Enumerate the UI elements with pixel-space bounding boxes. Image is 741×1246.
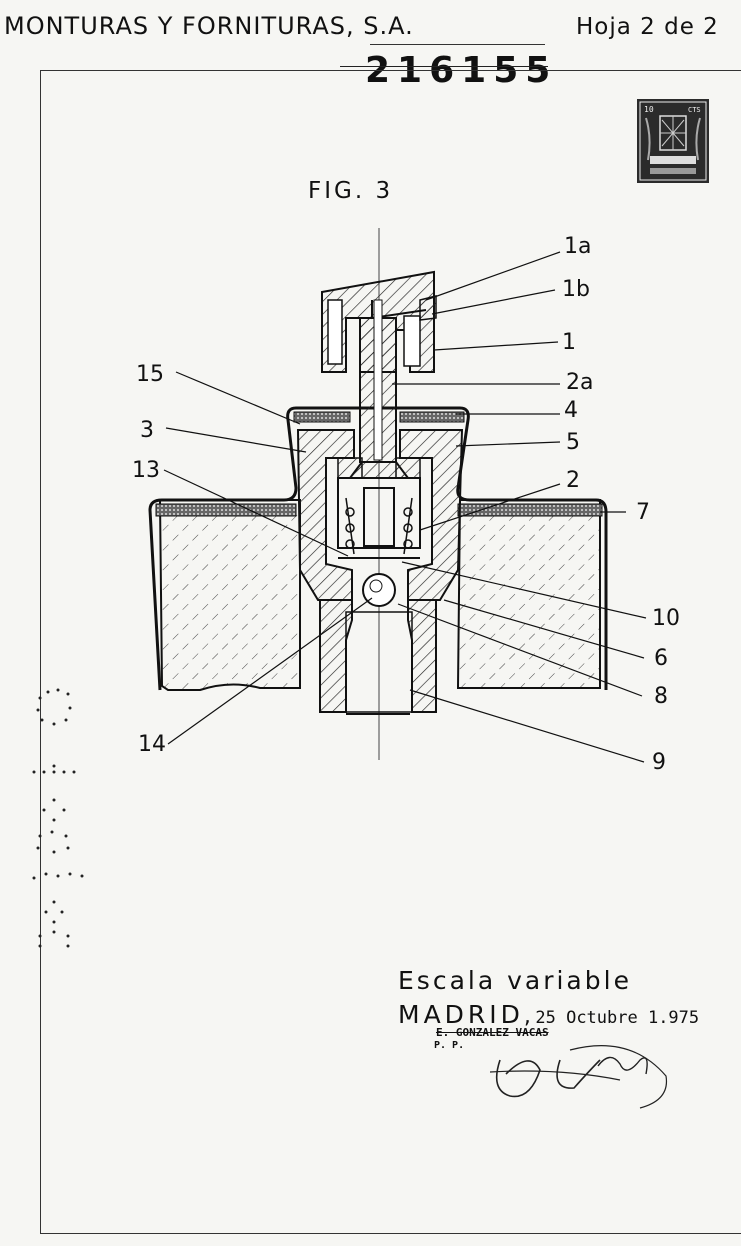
label-2: 2 [566, 468, 580, 493]
scale-note: Escala variable [398, 966, 632, 995]
gasket-top-left [293, 411, 351, 423]
stem-left [319, 599, 353, 713]
header-rule [370, 44, 545, 45]
label-3: 3 [140, 418, 154, 443]
patent-number-strike [340, 66, 548, 67]
label-4: 4 [564, 398, 578, 423]
label-5: 5 [566, 430, 580, 455]
signer-role: P. P. [434, 1040, 465, 1051]
gasket-top-right [399, 411, 465, 423]
piston-core [363, 487, 395, 547]
label-10: 10 [652, 606, 680, 631]
date-separator: , [523, 1004, 531, 1029]
tube-9 [345, 611, 413, 713]
revenue-stamp-icon: 10 CTS [637, 99, 709, 183]
leader-lines [163, 251, 647, 763]
label-2a: 2a [566, 370, 594, 395]
place-date: MADRID, 25 Octubre 1.975 [398, 1000, 699, 1029]
label-13: 13 [132, 458, 160, 483]
sheet-border [40, 70, 741, 1234]
label-14: 14 [138, 732, 166, 757]
company-name: MONTURAS Y FORNITURAS, S.A. [0, 0, 500, 40]
label-1: 1 [562, 330, 576, 355]
label-9: 9 [652, 750, 666, 775]
company-name-text: MONTURAS Y FORNITURAS, S.A. [4, 12, 414, 40]
handwritten-signature-icon [489, 1044, 668, 1109]
body-left [296, 429, 355, 601]
container-blocks [158, 499, 601, 691]
spring-13 [345, 497, 413, 555]
signer-name: E. GONZALEZ VACAS [436, 1026, 549, 1039]
svg-text:CTS: CTS [688, 106, 701, 114]
label-6: 6 [654, 646, 668, 671]
label-1b: 1b [562, 277, 590, 302]
margin-dot-marks [32, 688, 84, 948]
date: 25 Octubre 1.975 [535, 1008, 700, 1028]
label-8: 8 [654, 684, 668, 709]
label-15: 15 [136, 362, 164, 387]
body-right [399, 429, 464, 601]
svg-text:10: 10 [644, 105, 654, 114]
gasket-left [155, 503, 297, 517]
place: MADRID [398, 1000, 524, 1029]
label-1a: 1a [564, 234, 592, 259]
label-7: 7 [636, 500, 650, 525]
figure-title: FIG. 3 [308, 178, 394, 204]
sheet-number: Hoja 2 de 2 [576, 14, 719, 40]
